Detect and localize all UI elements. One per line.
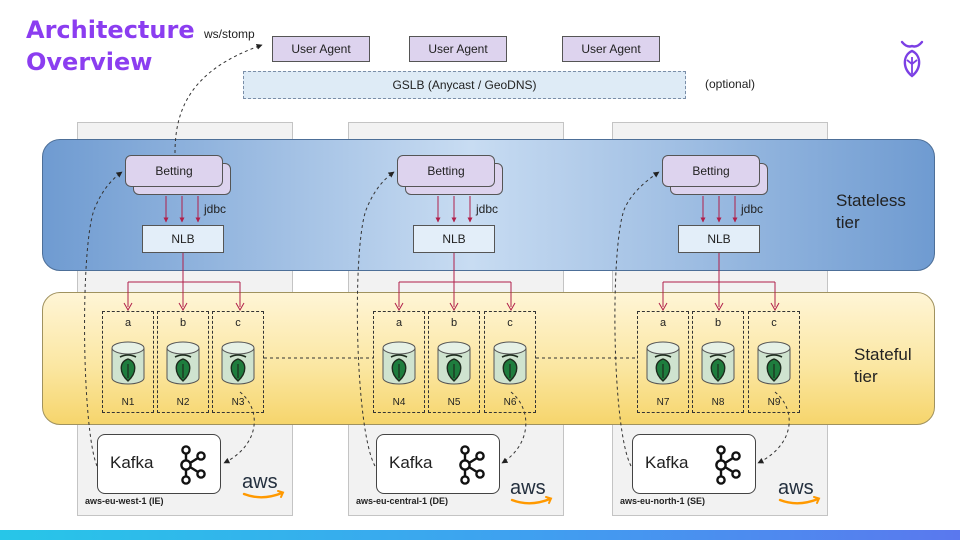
- node-n3: c N3: [212, 311, 264, 413]
- jdbc-label: jdbc: [476, 202, 499, 216]
- jdbc-label: jdbc: [204, 202, 227, 216]
- kafka-box-de: Kafka: [376, 434, 500, 494]
- betting-service-de: Betting: [397, 155, 495, 187]
- stateful-label-line-2: tier: [854, 367, 878, 386]
- region-name-se: aws-eu-north-1 (SE): [620, 496, 706, 506]
- aws-logo: aws: [510, 477, 553, 505]
- kafka-icon: [180, 445, 206, 485]
- node-name: N3: [231, 397, 245, 408]
- node-letter: a: [124, 317, 132, 329]
- betting-service-ie: Betting: [125, 155, 223, 187]
- node-n4: a N4: [373, 311, 425, 413]
- kafka-label: Kafka: [645, 453, 689, 472]
- user-agent-2: User Agent: [409, 36, 507, 62]
- title-line-2: Overview: [26, 48, 153, 76]
- kafka-to-betting: [84, 171, 123, 467]
- aws-logo: aws: [242, 471, 285, 499]
- node-n6: c N6: [484, 311, 536, 413]
- kafka-label: Kafka: [389, 453, 433, 472]
- cdc-to-kafka: [501, 391, 527, 464]
- nlb-fanout: [127, 253, 241, 307]
- kafka-icon: [459, 445, 485, 485]
- ws-stomp-link: [174, 43, 263, 154]
- node-letter: a: [395, 317, 403, 329]
- fanout-arrowheads: [394, 302, 516, 312]
- nlb-fanout: [398, 253, 512, 307]
- node-n2: b N2: [157, 311, 209, 413]
- user-agent-3: User Agent: [562, 36, 660, 62]
- node-letter: c: [507, 317, 513, 329]
- page-title: Architecture Overview: [26, 14, 195, 78]
- node-letter: b: [179, 317, 187, 329]
- node-n5: b N5: [428, 311, 480, 413]
- fanout-arrowheads: [658, 302, 780, 312]
- node-name: N2: [176, 397, 190, 408]
- node-n7: a N7: [637, 311, 689, 413]
- svg-text:aws: aws: [778, 477, 814, 499]
- gslb-box: GSLB (Anycast / GeoDNS): [243, 71, 686, 99]
- node-n9: c N9: [748, 311, 800, 413]
- title-line-1: Architecture: [26, 16, 195, 44]
- node-letter: c: [771, 317, 777, 329]
- betting-service-se: Betting: [662, 155, 760, 187]
- cdc-to-kafka: [757, 391, 790, 464]
- cockroachdb-cylinder-icon: [493, 341, 527, 385]
- kafka-to-betting: [614, 171, 660, 467]
- kafka-box-se: Kafka: [632, 434, 756, 494]
- bottom-gradient-bar: [0, 530, 960, 540]
- node-letter: c: [235, 317, 241, 329]
- ws-stomp-label: ws/stomp: [204, 27, 255, 41]
- node-name: N5: [447, 397, 461, 408]
- cockroachdb-cylinder-icon: [221, 341, 255, 385]
- cockroachdb-cylinder-icon: [166, 341, 200, 385]
- cockroachdb-cylinder-icon: [382, 341, 416, 385]
- nlb-se: NLB: [678, 225, 760, 253]
- stateless-label-line-2: tier: [836, 213, 860, 232]
- node-n8: b N8: [692, 311, 744, 413]
- node-name: N6: [503, 397, 517, 408]
- node-name: N4: [392, 397, 406, 408]
- kafka-to-betting: [356, 171, 395, 467]
- cockroachdb-cylinder-icon: [646, 341, 680, 385]
- kafka-label: Kafka: [110, 453, 154, 472]
- region-name-de: aws-eu-central-1 (DE): [356, 496, 449, 506]
- nlb-fanout: [662, 253, 776, 307]
- kafka-icon: [715, 445, 741, 485]
- region-name-ie: aws-eu-west-1 (IE): [85, 496, 164, 506]
- fanout-arrowheads: [123, 302, 245, 312]
- stateless-tier-label: Stateless tier: [836, 190, 906, 234]
- cockroachdb-cylinder-icon: [757, 341, 791, 385]
- jdbc-label: jdbc: [741, 202, 764, 216]
- node-name: N9: [767, 397, 781, 408]
- node-n1: a N1: [102, 311, 154, 413]
- node-letter: b: [450, 317, 458, 329]
- stateful-tier-label: Stateful tier: [854, 344, 912, 388]
- node-name: N7: [656, 397, 670, 408]
- node-name: N1: [121, 397, 135, 408]
- stateless-label-line-1: Stateless: [836, 191, 906, 210]
- node-letter: a: [659, 317, 667, 329]
- cockroachdb-cylinder-icon: [111, 341, 145, 385]
- aws-logo: aws: [778, 477, 821, 505]
- cockroachdb-cylinder-icon: [437, 341, 471, 385]
- stateful-label-line-1: Stateful: [854, 345, 912, 364]
- kafka-box-ie: Kafka: [97, 434, 221, 494]
- insect-logo-icon: [900, 40, 924, 78]
- optional-label: (optional): [705, 77, 756, 91]
- user-agent-1: User Agent: [272, 36, 370, 62]
- svg-text:aws: aws: [242, 471, 278, 493]
- cdc-to-kafka: [223, 391, 255, 464]
- cockroachdb-cylinder-icon: [701, 341, 735, 385]
- nlb-ie: NLB: [142, 225, 224, 253]
- node-letter: b: [714, 317, 722, 329]
- svg-text:aws: aws: [510, 477, 546, 499]
- node-name: N8: [711, 397, 725, 408]
- nlb-de: NLB: [413, 225, 495, 253]
